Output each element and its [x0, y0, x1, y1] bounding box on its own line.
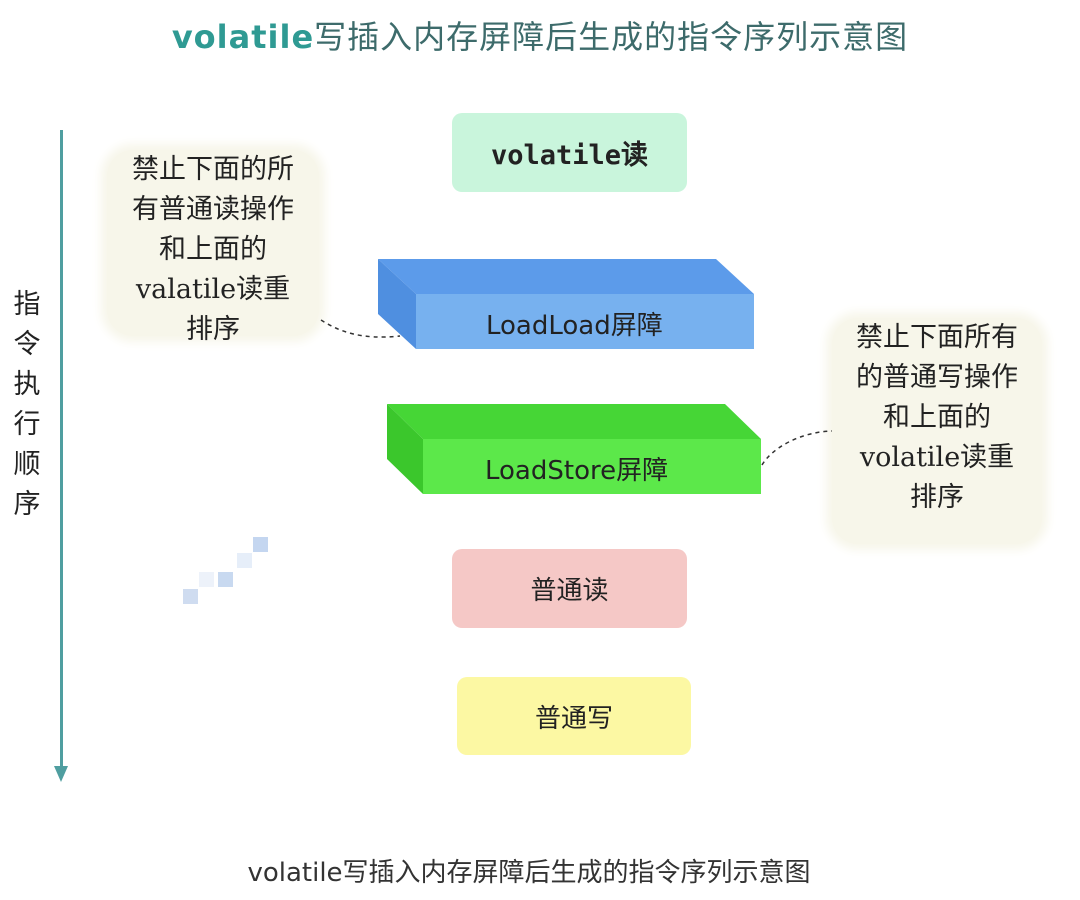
note-line: 有普通读操作: [132, 194, 294, 225]
note-line: 的普通写操作: [856, 362, 1018, 393]
note-line: 和上面的: [883, 402, 991, 433]
note-line: 禁止下面的所: [132, 154, 294, 185]
note-line: volatile读重: [859, 442, 1015, 473]
arrow-down-icon: [54, 766, 68, 782]
title-prefix: volatile: [171, 18, 315, 56]
figure-caption: volatile写插入内存屏障后生成的指令序列示意图: [247, 858, 811, 888]
note-line: 和上面的: [159, 234, 267, 265]
note-line: 排序: [186, 314, 240, 345]
execution-order-label: 指令执行顺序: [13, 289, 41, 520]
execution-order-axis: [60, 130, 63, 770]
loadload-barrier: LoadLoad屏障: [376, 257, 756, 351]
normal-write-label: 普通写: [534, 703, 613, 734]
note-line: 排序: [910, 482, 964, 513]
note-line: valatile读重: [135, 274, 291, 305]
decorative-pixel: [253, 537, 268, 552]
loadload-note: 禁止下面的所 有普通读操作 和上面的 valatile读重 排序: [107, 150, 319, 345]
decorative-pixel: [218, 572, 233, 587]
normal-read-label: 普通读: [530, 576, 609, 606]
decorative-pixel: [183, 589, 198, 604]
normal-read-box: 普通读: [452, 549, 687, 628]
title-rest: 写插入内存屏障后生成的指令序列示意图: [314, 18, 909, 56]
diagram-title: volatile写插入内存屏障后生成的指令序列示意图: [0, 12, 1080, 58]
loadstore-connector: [761, 430, 833, 466]
normal-write-box: 普通写: [457, 677, 691, 755]
decorative-pixel: [237, 553, 252, 568]
loadstore-note: 禁止下面所有 的普通写操作 和上面的 volatile读重 排序: [832, 318, 1042, 544]
loadstore-barrier-shape: [387, 404, 761, 494]
volatile-read-box: volatile读: [452, 113, 687, 192]
loadload-barrier-shape: [378, 259, 754, 349]
loadload-barrier-label: LoadLoad屏障: [486, 311, 663, 341]
loadstore-barrier-label: LoadStore屏障: [485, 456, 669, 486]
loadstore-barrier: LoadStore屏障: [385, 402, 765, 496]
note-line: 禁止下面所有: [856, 322, 1018, 353]
volatile-read-label: volatile读: [490, 140, 649, 171]
decorative-pixel: [199, 572, 214, 587]
